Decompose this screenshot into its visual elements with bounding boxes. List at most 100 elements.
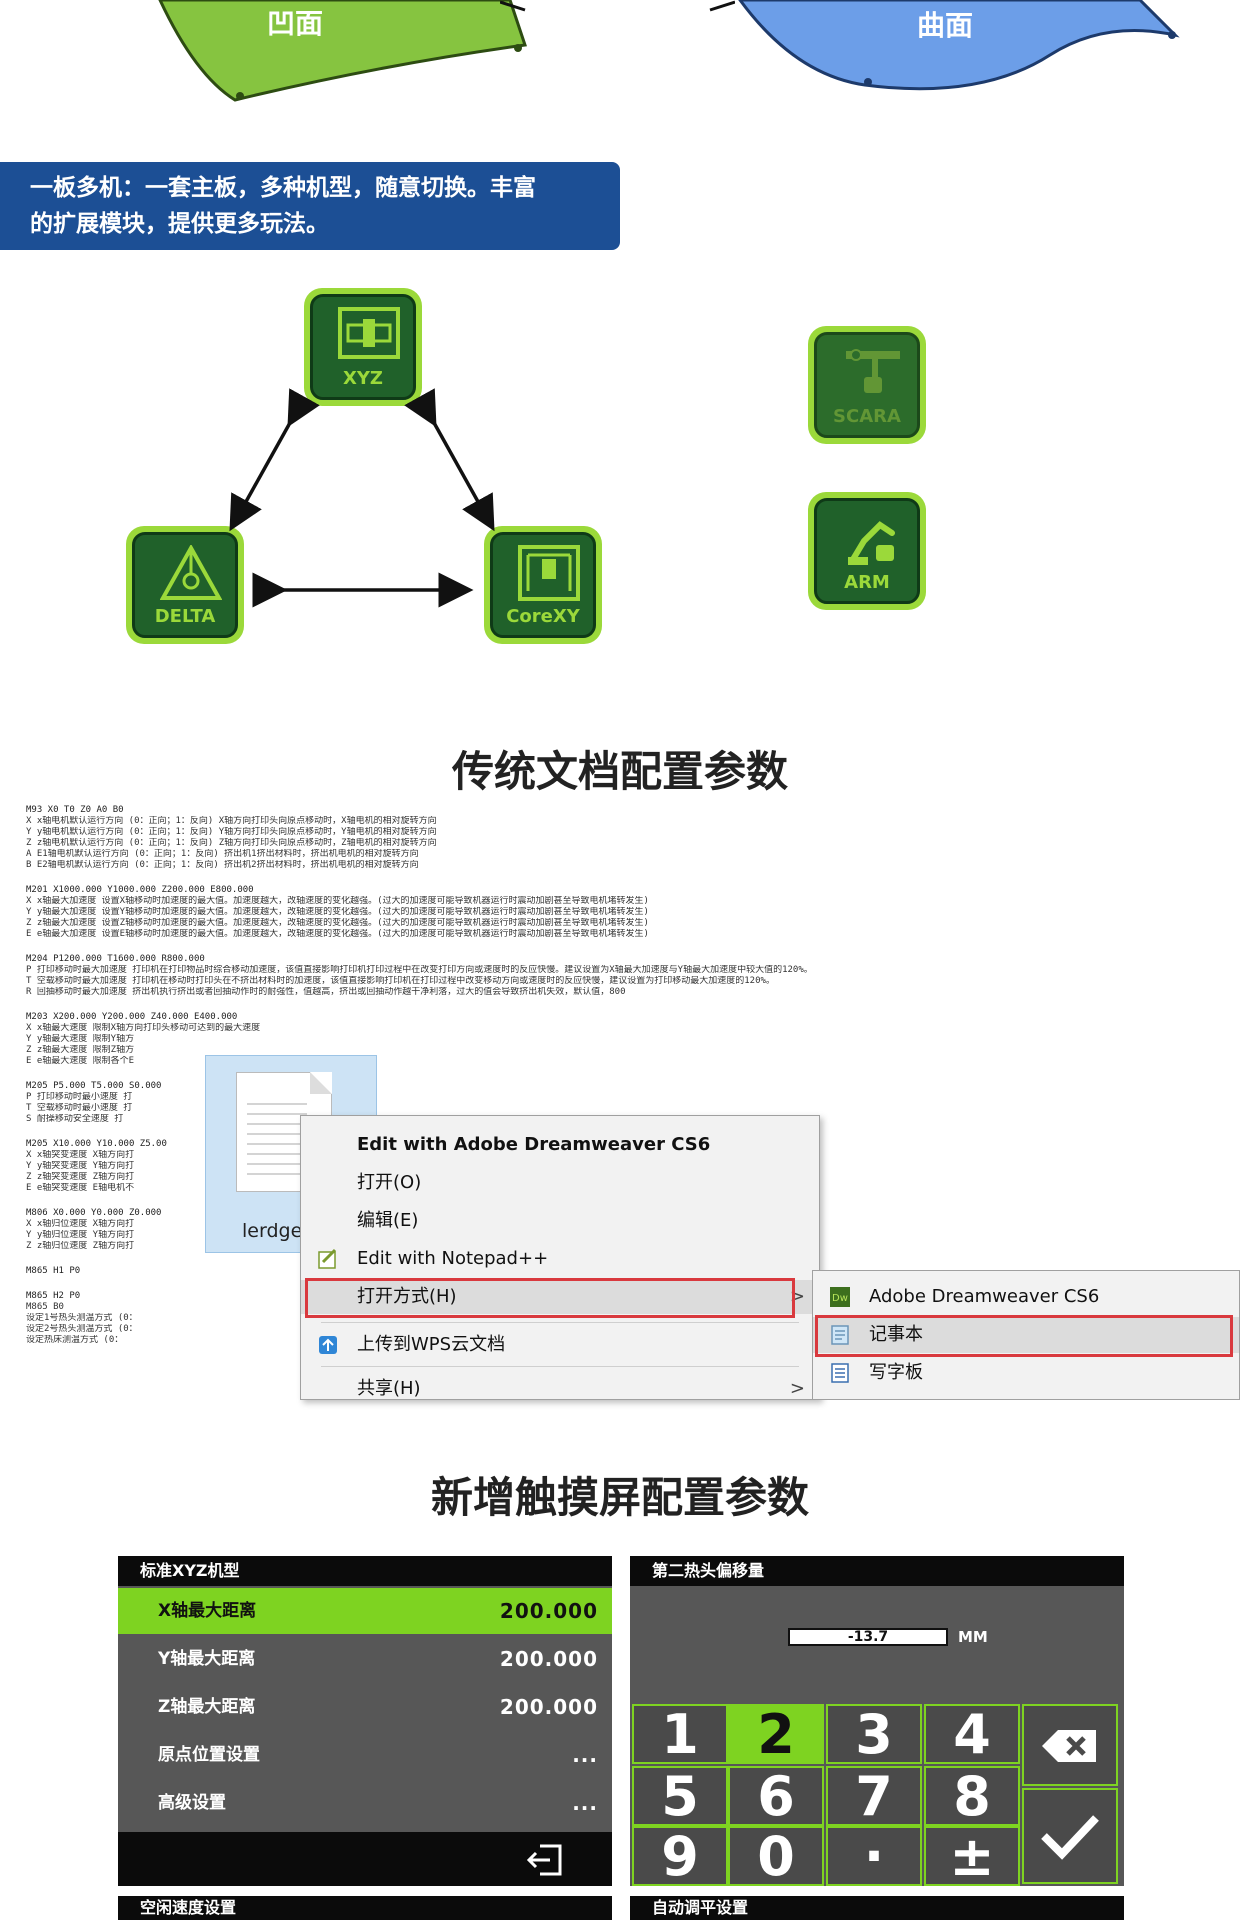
file-name: lerdge [242, 1220, 303, 1242]
panel-title: 标准XYZ机型 [118, 1556, 612, 1586]
notepadpp-icon [318, 1248, 337, 1269]
menu-open[interactable]: 打开(O) [301, 1166, 819, 1200]
keypad-key[interactable]: 7 [826, 1766, 922, 1826]
setting-label: X轴最大距离 [158, 1601, 257, 1621]
keypad-key[interactable]: 8 [924, 1766, 1020, 1826]
menu-item-label: 共享(H) [357, 1378, 421, 1399]
config-line: P 打印移动时最小速度 打 [26, 1092, 133, 1102]
config-line: Z z轴电机默认运行方向 (0：正向；1：反向) Z轴方向打印头向原点移动时，Z… [26, 838, 437, 848]
curved-label: 曲面 [916, 9, 973, 42]
wordpad-icon [831, 1363, 849, 1383]
keypad-key[interactable]: · [826, 1826, 922, 1886]
menu-item-label: Edit with Notepad++ [357, 1248, 549, 1269]
banner-line-1: 一板多机：一套主板，多种机型，随意切换。丰富 [30, 175, 536, 201]
submenu-wordpad[interactable]: 写字板 [813, 1355, 1239, 1391]
setting-label: Z轴最大距离 [158, 1697, 256, 1717]
config-line: M865 B0 [26, 1302, 64, 1312]
submenu-item-label: 写字板 [869, 1362, 923, 1383]
arrow-right-stub [709, 0, 735, 12]
keypad-key[interactable]: 9 [632, 1826, 728, 1886]
menu-edit[interactable]: 编辑(E) [301, 1204, 819, 1238]
config-line: T 空载移动时最小速度 打 [26, 1103, 133, 1113]
config-line: Z z轴最大加速度 设置Z轴移动时加速度的最大值。加速度越大，改轴速度的变化越强… [26, 918, 649, 928]
config-command: M204 P1200.000 T1600.000 R800.000 [26, 954, 205, 964]
wps-cloud-icon [319, 1336, 337, 1354]
open-with-highlight [305, 1278, 795, 1318]
keypad-key[interactable]: 6 [728, 1766, 824, 1826]
menu-share[interactable]: 共享(H) > [301, 1372, 819, 1406]
backspace-key[interactable] [1022, 1704, 1118, 1786]
config-command: M205 P5.000 T5.000 S0.000 [26, 1081, 162, 1091]
confirm-key[interactable] [1022, 1788, 1118, 1884]
menu-edit-dreamweaver[interactable]: Edit with Adobe Dreamweaver CS6 [301, 1128, 819, 1162]
config-command: M93 X0 T0 Z0 A0 B0 [26, 805, 124, 815]
xyz-frame-icon [338, 307, 400, 359]
config-line: Z z轴突变速度 Z轴方向打 [26, 1172, 135, 1182]
setting-value: 200.000 [499, 1599, 598, 1623]
back-exit-icon[interactable] [526, 1842, 566, 1878]
setting-origin[interactable]: 原点位置设置 ... [118, 1732, 612, 1778]
machine-xyz: XYZ [304, 288, 422, 406]
config-line: Y y轴最大加速度 设置Y轴移动时加速度的最大值。加速度越大，改轴速度的变化越强… [26, 907, 649, 917]
keypad-key[interactable]: 3 [826, 1704, 922, 1764]
config-command: M865 H1 P0 [26, 1266, 81, 1276]
setting-advanced[interactable]: 高级设置 ... [118, 1780, 612, 1826]
config-line: R 回抽移动时最大加速度 挤出机执行挤出或者回抽动作时的耐强性，值越高，挤出或回… [26, 987, 626, 997]
config-line: E e轴最大加速度 设置E轴移动时加速度的最大值。加速度越大，改轴速度的变化越强… [26, 929, 649, 939]
notepad-highlight [815, 1315, 1233, 1357]
xyz-label: XYZ [343, 368, 383, 389]
delta-label: DELTA [154, 606, 216, 627]
setting-value: 200.000 [499, 1647, 598, 1671]
svg-text:Dw: Dw [832, 1293, 848, 1304]
setting-value: 200.000 [499, 1695, 598, 1719]
menu-item-label: 上传到WPS云文档 [357, 1334, 506, 1355]
machine-switch-arrows [229, 388, 495, 608]
corexy-frame-icon [518, 545, 580, 601]
submenu-chevron-icon: > [789, 1378, 805, 1399]
multi-machine-banner: 一板多机：一套主板，多种机型，随意切换。丰富 的扩展模块，提供更多玩法。 [0, 162, 620, 250]
menu-upload-wps[interactable]: 上传到WPS云文档 [301, 1328, 819, 1362]
config-line: A E1轴电机默认运行方向 (0：正向；1：反向) 挤出机1挤出材料时，挤出机电… [26, 849, 419, 859]
keypad-key[interactable]: 2 [728, 1704, 824, 1764]
keypad-key[interactable]: 4 [924, 1704, 1020, 1764]
submenu-notepad[interactable]: 记事本 [813, 1317, 1239, 1353]
menu-open-with[interactable]: 打开方式(H) > [301, 1280, 819, 1314]
scara-robot-icon [846, 349, 900, 393]
config-line: E e轴最大速度 限制各个E [26, 1056, 135, 1066]
config-line: P 打印移动时最大加速度 打印机在打印物品时综合移动加速度，该值直接影响打印机打… [26, 965, 813, 975]
submenu-item-label: Adobe Dreamweaver CS6 [869, 1286, 1100, 1307]
config-line: B E2轴电机默认运行方向 (0：正向；1：反向) 挤出机2挤出材料时，挤出机电… [26, 860, 419, 870]
panel-footer [118, 1832, 612, 1886]
keypad-key[interactable]: 0 [728, 1826, 824, 1886]
setting-z-max[interactable]: Z轴最大距离 200.000 [118, 1684, 612, 1730]
keypad-key[interactable]: ± [924, 1826, 1020, 1886]
panel-title: 第二热头偏移量 [630, 1556, 1124, 1586]
notepad-icon [831, 1325, 849, 1345]
config-line: X x轴突变速度 X轴方向打 [26, 1150, 135, 1160]
concave-label: 凹面 [266, 7, 323, 40]
delta-triangle-icon [160, 545, 222, 600]
keypad-key[interactable]: 5 [632, 1766, 728, 1826]
menu-edit-notepadpp[interactable]: Edit with Notepad++ [301, 1242, 819, 1276]
corexy-label: CoreXY [506, 606, 580, 627]
config-line: Y y轴归位速度 Y轴方向打 [26, 1230, 135, 1240]
config-line: T 空载移动时最大加速度 打印机在移动时打印头在不挤出材料时的加速度，该值直接影… [26, 976, 775, 986]
setting-y-max[interactable]: Y轴最大距离 200.000 [118, 1636, 612, 1682]
config-line: X x轴电机默认运行方向 (0：正向；1：反向) X轴方向打印头向原点移动时，X… [26, 816, 437, 826]
curved-surface [738, 0, 1180, 91]
touchscreen-config-heading: 新增触摸屏配置参数 [430, 1473, 809, 1522]
config-command: M806 X0.000 Y0.000 Z0.000 [26, 1208, 162, 1218]
config-line: E e轴突变速度 E轴电机不 [26, 1183, 135, 1193]
submenu-dreamweaver[interactable]: Dw Adobe Dreamweaver CS6 [813, 1279, 1239, 1315]
machine-arm: ARM [808, 492, 926, 610]
setting-label: 高级设置 [158, 1793, 226, 1813]
keypad-key[interactable]: 1 [632, 1704, 728, 1764]
offset-value-input[interactable]: -13.7 [788, 1628, 948, 1646]
checkmark-icon [1041, 1815, 1099, 1860]
setting-x-max[interactable]: X轴最大距离 200.000 [118, 1588, 612, 1634]
